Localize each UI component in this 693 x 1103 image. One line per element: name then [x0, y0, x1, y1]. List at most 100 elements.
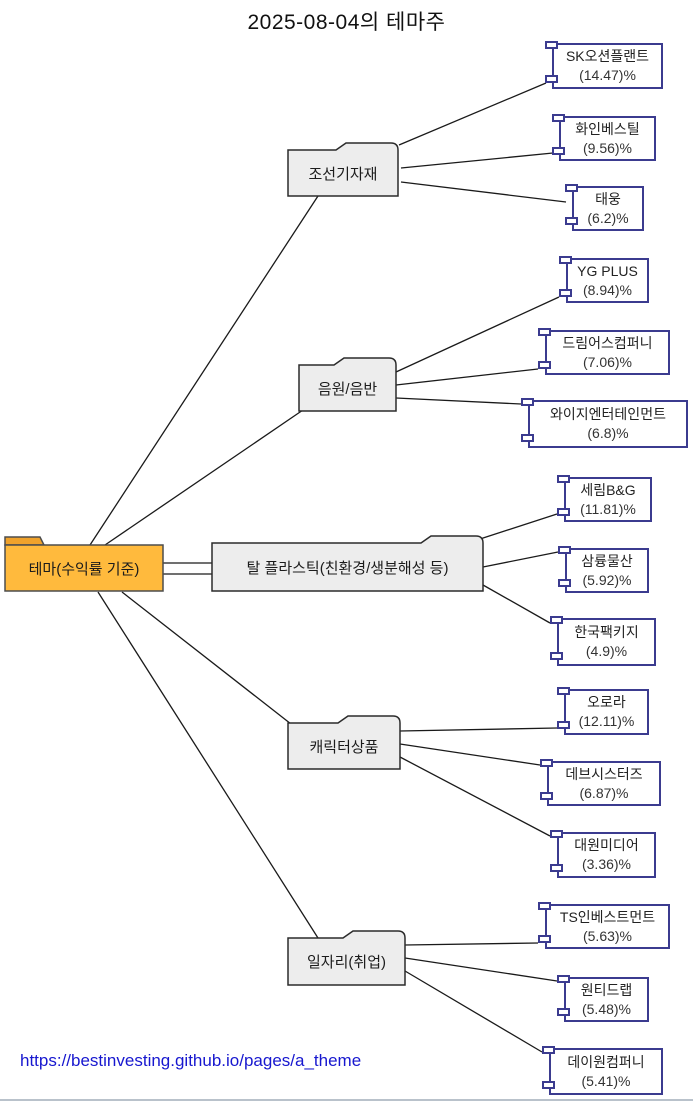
stock-node-day1-company[interactable]: 데이원컴퍼니 (5.41)%: [542, 1046, 663, 1095]
connector-line: [395, 296, 560, 373]
connector-plug-icon: [538, 902, 551, 910]
stock-node-daewon-media[interactable]: 대원미디어 (3.36)%: [550, 830, 656, 878]
connector-line: [399, 756, 551, 837]
stock-node-yg-entertainment[interactable]: 와이지엔터테인먼트 (6.8)%: [521, 398, 688, 448]
stock-name: 태웅: [595, 190, 621, 207]
connector-plug-icon: [557, 721, 570, 729]
root-node-label[interactable]: 테마(수익률 기준): [28, 560, 140, 578]
stock-node-ts-investment[interactable]: TS인베스트먼트 (5.63)%: [538, 902, 670, 949]
connector-plug-icon: [559, 289, 572, 297]
stock-return: (5.63)%: [582, 927, 633, 944]
connector-line: [89, 195, 319, 546]
connector-plug-icon: [545, 75, 558, 83]
stock-name: YG PLUS: [577, 262, 638, 279]
connector-plug-icon: [557, 687, 570, 695]
stock-return: (5.92)%: [582, 571, 632, 588]
stock-node-samryoong[interactable]: 삼륭물산 (5.92)%: [558, 546, 649, 593]
connector-plug-icon: [538, 361, 551, 369]
stock-return: (5.41)%: [581, 1072, 631, 1089]
connector-plug-icon: [545, 41, 558, 49]
connector-line: [482, 551, 559, 568]
connector-plug-icon: [557, 975, 570, 983]
connector-plug-icon: [542, 1081, 555, 1089]
connector-line: [395, 397, 522, 405]
stock-return: (8.94)%: [582, 281, 633, 298]
connector-plug-icon: [538, 935, 551, 943]
connector-line: [121, 591, 292, 725]
branch-folder-shape[interactable]: [298, 357, 397, 412]
connector-plug-icon: [557, 475, 570, 483]
branch-label-shipbuilding[interactable]: 조선기자재: [308, 165, 378, 183]
connector-plug-icon: [559, 256, 572, 264]
connector-plug-icon: [550, 616, 563, 624]
stock-node-korea-package[interactable]: 한국팩키지 (4.9)%: [550, 616, 656, 666]
stock-node-serim-bg[interactable]: 세림B&G (11.81)%: [557, 475, 652, 522]
connector-line: [398, 82, 547, 146]
branch-folder-shape[interactable]: [287, 142, 399, 197]
stock-name: 드림어스컴퍼니: [562, 334, 653, 351]
stock-node-hwain-bestee[interactable]: 화인베스틸 (9.56)%: [552, 114, 656, 161]
source-link[interactable]: https://bestinvesting.github.io/pages/a_…: [20, 1051, 362, 1070]
connector-plug-icon: [557, 508, 570, 516]
connector-line: [399, 727, 558, 732]
stock-name: 오로라: [587, 694, 626, 711]
page-bottom-divider: [0, 1099, 693, 1101]
connector-plug-icon: [538, 328, 551, 336]
stock-node-yg-plus[interactable]: YG PLUS (8.94)%: [559, 256, 649, 303]
connector-plug-icon: [550, 864, 563, 872]
branch-label-character-goods[interactable]: 캐릭터상품: [309, 738, 379, 756]
root-folder-shape[interactable]: [4, 536, 164, 592]
connector-plug-icon: [565, 217, 578, 225]
branch-label-jobs[interactable]: 일자리(취업): [307, 954, 386, 971]
branch-folder-shape[interactable]: [211, 535, 484, 592]
branch-label-plastic-free[interactable]: 탈 플라스틱(친환경/생분해성 등): [246, 559, 449, 577]
connector-line: [404, 942, 539, 946]
branch-label-music[interactable]: 음원/음반: [317, 380, 378, 398]
connector-line: [479, 513, 558, 540]
connector-line: [404, 970, 543, 1053]
stock-return: (4.9)%: [585, 643, 628, 659]
stock-node-wanted-lab[interactable]: 원티드랩 (5.48)%: [557, 975, 649, 1022]
stock-return: (14.47)%: [579, 67, 636, 83]
stock-name: 대원미디어: [574, 837, 639, 854]
stock-node-dreamus[interactable]: 드림어스컴퍼니 (7.06)%: [538, 328, 670, 375]
branch-folder-shapes: [211, 142, 484, 986]
stock-name: 삼륭물산: [581, 552, 633, 569]
stock-return: (6.87)%: [579, 784, 629, 801]
branch-folder-shape[interactable]: [287, 930, 406, 986]
connector-line: [400, 152, 554, 169]
stock-name: 원티드랩: [580, 981, 633, 998]
stock-name: 데이원컴퍼니: [567, 1053, 645, 1070]
stock-node-taewoong[interactable]: 태웅 (6.2)%: [565, 184, 644, 231]
connector-plug-icon: [550, 652, 563, 660]
stock-name: TS인베스트먼트: [559, 908, 656, 925]
connector-line: [404, 957, 558, 982]
connector-line: [400, 181, 567, 203]
connector-plug-icon: [521, 398, 534, 406]
stock-return: (5.48)%: [581, 1000, 632, 1017]
stock-return: (6.2)%: [587, 209, 629, 226]
connector-plug-icon: [557, 1008, 570, 1016]
stock-node-aurora[interactable]: 오로라 (12.11)%: [557, 687, 649, 735]
connector-plug-icon: [558, 546, 571, 554]
stock-node-sk-ocean-plant[interactable]: SK오션플랜트 (14.47)%: [545, 41, 663, 89]
stock-return: (12.11)%: [578, 713, 635, 729]
connector-plug-icon: [552, 114, 565, 122]
stock-name: SK오션플랜트: [565, 48, 650, 65]
branch-folder-shape[interactable]: [287, 715, 401, 770]
stock-node-devsisters[interactable]: 데브시스터즈 (6.87)%: [540, 759, 661, 806]
stock-return: (6.8)%: [587, 425, 629, 441]
stock-name: 화인베스틸: [575, 120, 640, 137]
connector-plug-icon: [565, 184, 578, 192]
stock-return: (9.56)%: [582, 139, 633, 156]
stock-name: 데브시스터즈: [565, 765, 643, 782]
connector-line: [399, 743, 541, 766]
connector-line: [482, 584, 551, 624]
connector-lines: [89, 82, 567, 1053]
connector-line: [97, 591, 319, 939]
connector-plug-icon: [558, 579, 571, 587]
connector-line: [395, 368, 539, 386]
connector-plug-icon: [540, 759, 553, 767]
